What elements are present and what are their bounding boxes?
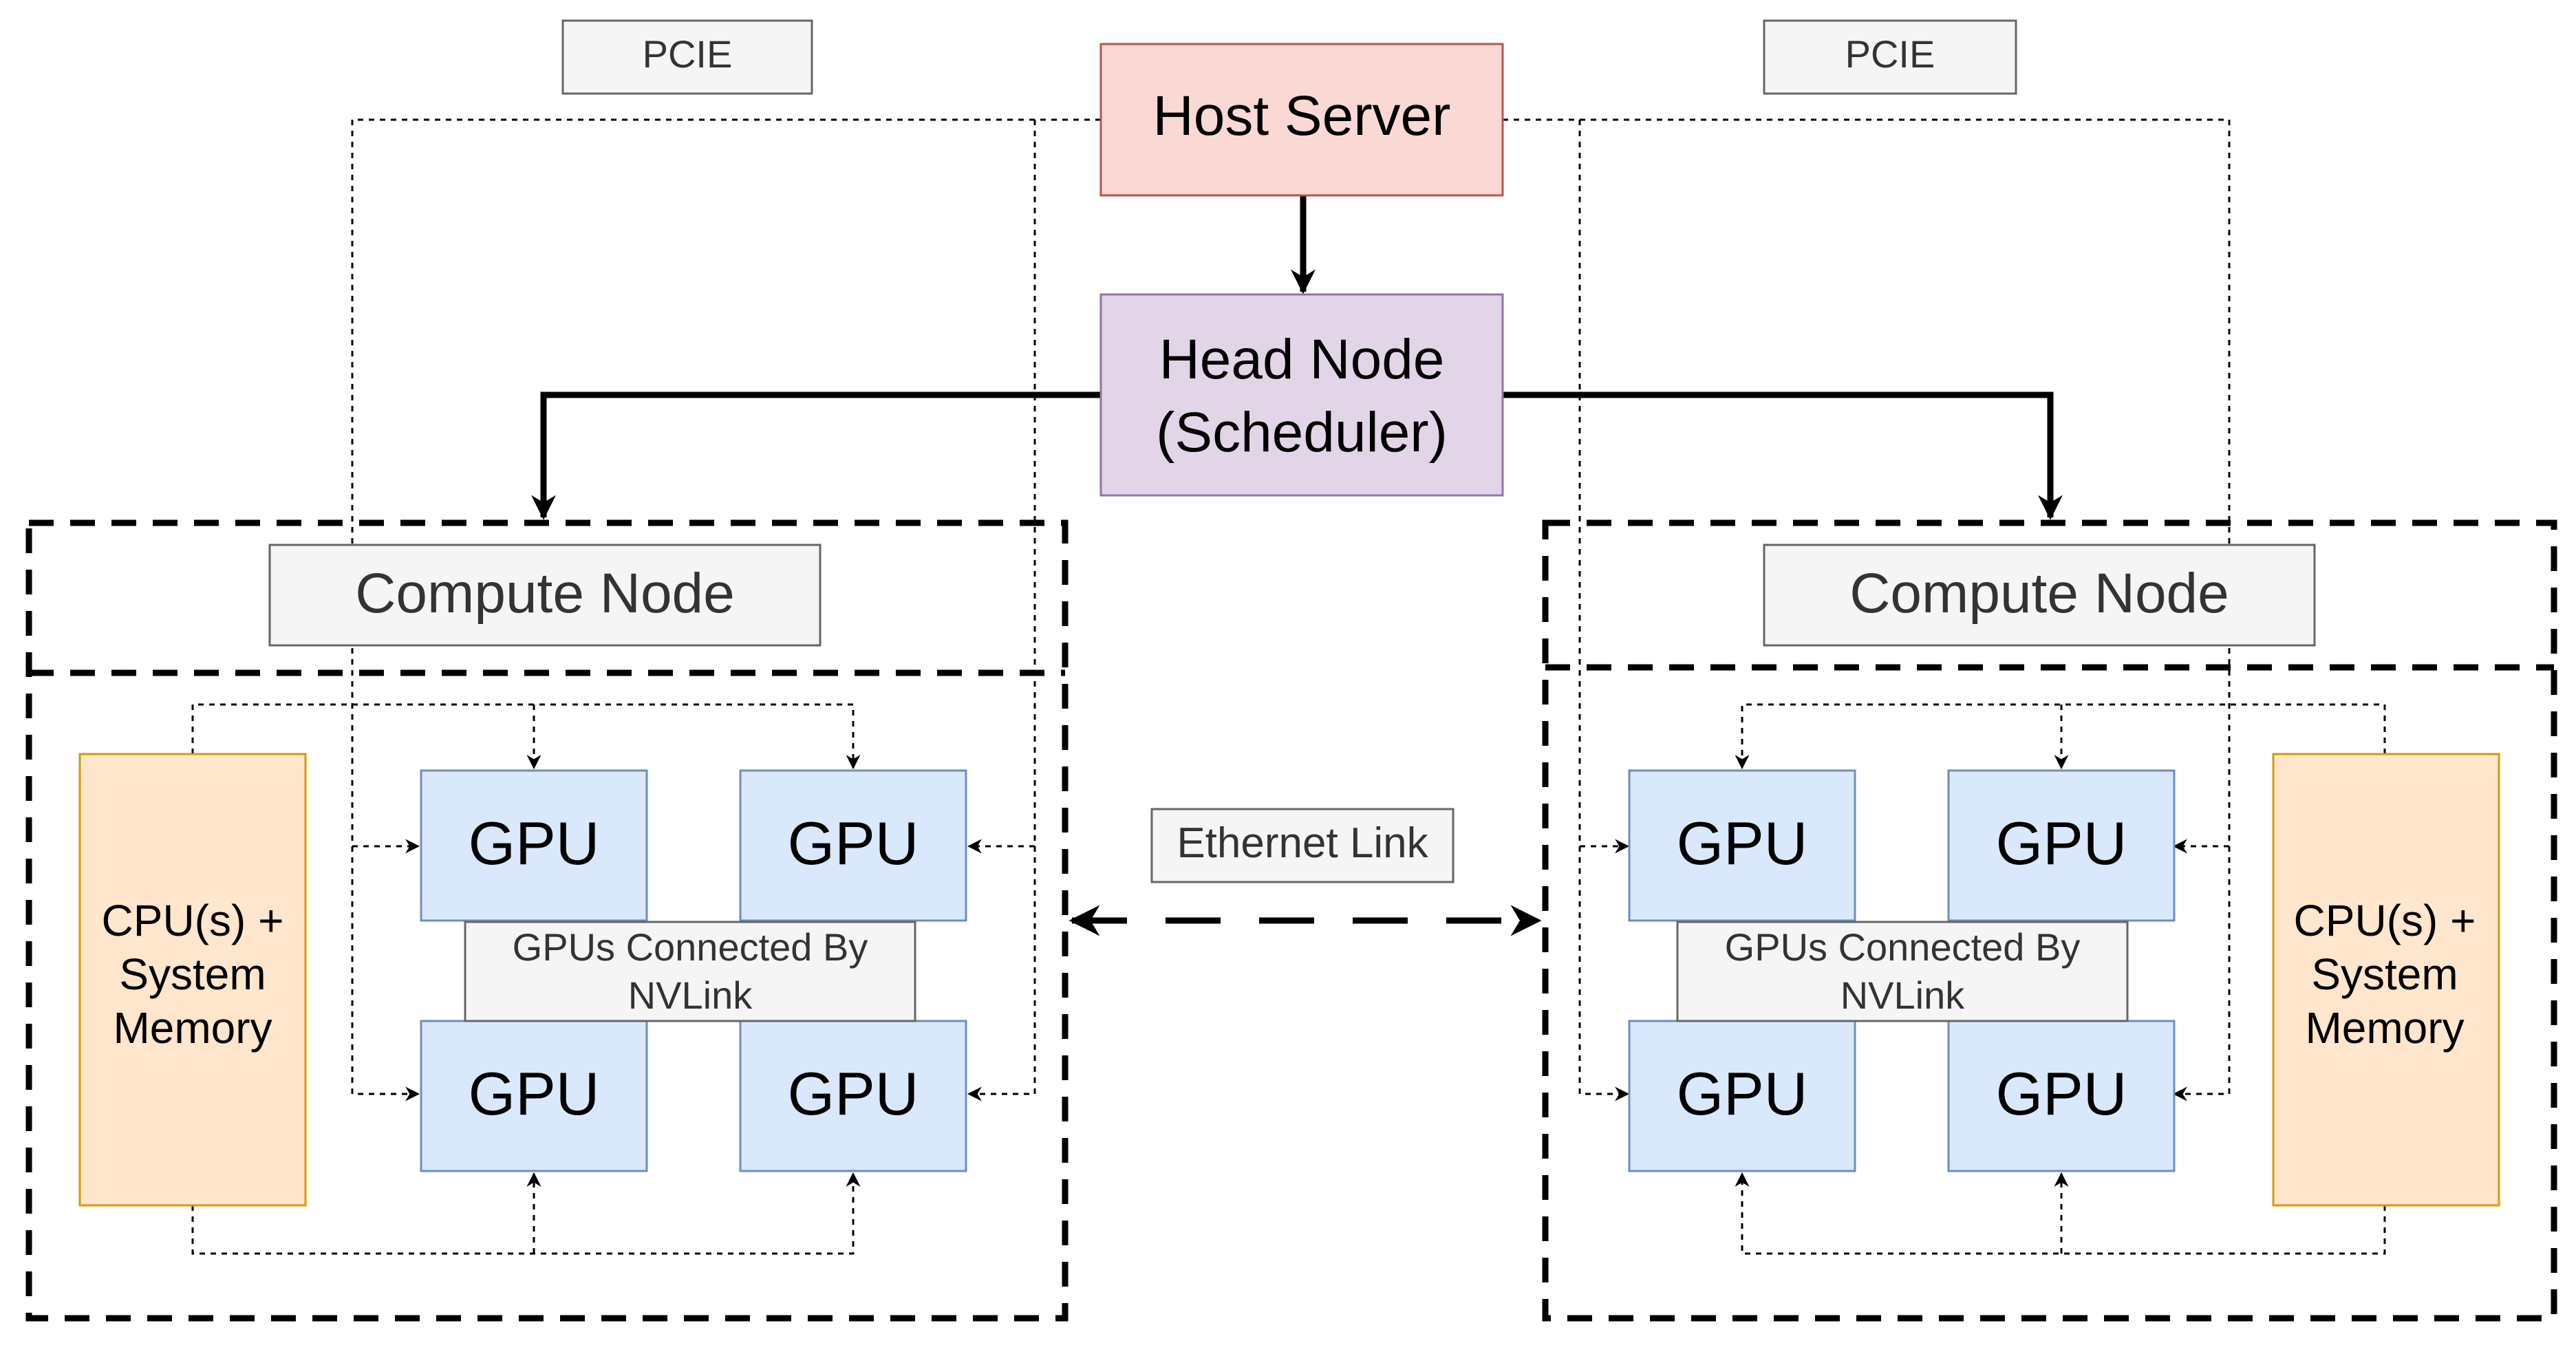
ethernet-link-label-text: Ethernet Link (1177, 819, 1428, 867)
nvlink-left-line1: GPUs Connected By (513, 925, 868, 969)
compute-node-container-right (1542, 519, 2557, 1322)
gpu-right-top-1: GPU (1628, 769, 1856, 922)
head-node-label-line1: Head Node (1159, 328, 1445, 391)
gpu-left-bottom-1: GPU (420, 1020, 648, 1172)
head-node-box: Head Node (Scheduler) (1099, 293, 1504, 497)
gpu-right-bottom-2: GPU (1947, 1020, 2176, 1172)
nvlink-label-right: GPUs Connected By NVLink (1676, 921, 2129, 1022)
gpu-label: GPU (469, 809, 600, 877)
gpu-label: GPU (469, 1060, 600, 1128)
gpu-right-top-2: GPU (1947, 769, 2176, 922)
pcie-label-left: PCIE (561, 19, 813, 95)
cpu-memory-left-line1: CPU(s) + (102, 896, 284, 945)
gpu-left-bottom-2: GPU (739, 1020, 967, 1172)
gpu-left-top-2: GPU (739, 769, 967, 922)
compute-node-title-left: Compute Node (268, 544, 822, 647)
gpu-label: GPU (1996, 1060, 2127, 1128)
cpu-memory-left-line3: Memory (113, 1003, 272, 1053)
nvlink-left-line2: NVLink (628, 974, 753, 1017)
gpu-right-bottom-1: GPU (1628, 1020, 1856, 1172)
gpu-label: GPU (1996, 809, 2127, 877)
cpu-memory-box-right: CPU(s) + System Memory (2272, 753, 2500, 1207)
compute-node-container-left (25, 519, 1069, 1322)
cpu-gpu-connections-left (191, 703, 861, 1255)
pcie-label-right: PCIE (1763, 19, 2017, 95)
gpu-label: GPU (1677, 1060, 1808, 1128)
ethernet-link-label: Ethernet Link (1150, 808, 1455, 883)
compute-node-title-right-text: Compute Node (1849, 562, 2229, 625)
gpu-label: GPU (788, 809, 919, 877)
gpu-left-top-1: GPU (420, 769, 648, 922)
cpu-memory-box-left: CPU(s) + System Memory (78, 753, 307, 1207)
nvlink-right-line2: NVLink (1840, 974, 1966, 1017)
gpu-label: GPU (1677, 809, 1808, 877)
gpu-label: GPU (788, 1060, 919, 1128)
pcie-label-left-text: PCIE (643, 32, 733, 76)
head-node-label-line2: (Scheduler) (1156, 401, 1448, 464)
head-to-compute-right-arrow (1503, 391, 2063, 520)
cpu-memory-right-line1: CPU(s) + (2294, 896, 2476, 945)
nvlink-right-line1: GPUs Connected By (1725, 925, 2081, 969)
host-server-label: Host Server (1153, 85, 1451, 147)
compute-node-title-left-text: Compute Node (355, 562, 735, 625)
cpu-memory-left-line2: System (119, 949, 266, 999)
compute-node-title-right: Compute Node (1763, 544, 2316, 647)
cpu-gpu-connections-right (1735, 703, 2386, 1255)
cpu-memory-right-line2: System (2311, 949, 2458, 999)
host-server-box: Host Server (1099, 43, 1504, 197)
cpu-memory-right-line3: Memory (2305, 1003, 2464, 1053)
scheduler-arrows (531, 195, 2063, 520)
head-to-compute-left-arrow (531, 391, 1101, 520)
nvlink-label-left: GPUs Connected By NVLink (464, 921, 916, 1022)
pcie-label-right-text: PCIE (1845, 32, 1935, 76)
